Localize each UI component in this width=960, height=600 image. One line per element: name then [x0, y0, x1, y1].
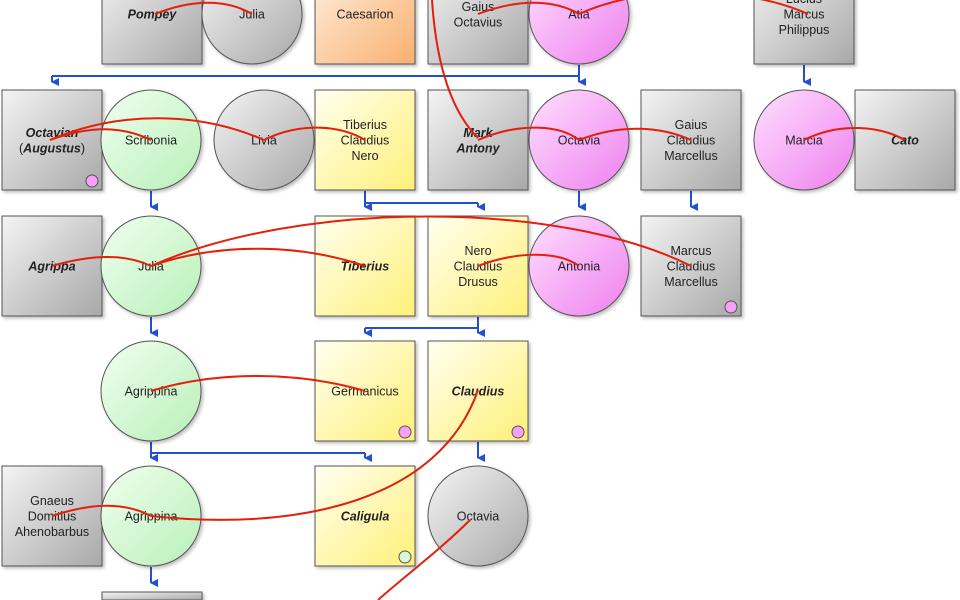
- marriage-curve: [431, 0, 479, 139]
- marriage-curve: [51, 504, 152, 517]
- descent-lines: [51, 65, 811, 587]
- person-name: Caligula: [341, 510, 390, 524]
- marriage-curve: [150, 389, 479, 521]
- badge-icon: [85, 174, 99, 188]
- person-name: Claudius: [341, 134, 390, 148]
- marriage-curve: [49, 117, 265, 141]
- male-box: [753, 0, 855, 65]
- person-name: Gaius: [462, 0, 495, 14]
- person-node-philippus[interactable]: LuciusMarcusPhilippus: [753, 0, 855, 65]
- person-name: Marcellus: [664, 149, 718, 163]
- person-name: Marcellus: [664, 275, 718, 289]
- male-box: [101, 591, 203, 600]
- person-name: Germanicus: [331, 385, 398, 399]
- male-box: [314, 215, 416, 317]
- person-name: Octavian: [26, 126, 79, 140]
- marriage-curve: [49, 128, 152, 141]
- person-name: Marcia: [785, 134, 823, 148]
- person-name: Ahenobarbus: [15, 525, 89, 539]
- person-name: Claudius: [667, 134, 716, 148]
- badge-icon: [398, 425, 412, 439]
- marriage-curve: [150, 215, 692, 267]
- person-node-tiberius[interactable]: Tiberius: [314, 215, 416, 317]
- marriage-curve: [150, 375, 366, 392]
- female-circle: [201, 0, 303, 65]
- person-name: Antony: [455, 141, 500, 155]
- person-name: Gnaeus: [30, 494, 74, 508]
- person-node-caesarion[interactable]: Caesarion: [314, 0, 416, 65]
- female-circle: [528, 0, 630, 65]
- person-name: Lucius: [786, 0, 822, 6]
- person-node-octavia2[interactable]: Octavia: [427, 465, 529, 567]
- person-name: Gaius: [675, 118, 708, 132]
- marriage-curve: [263, 126, 366, 141]
- badge-icon: [511, 425, 525, 439]
- descent-connector: [52, 65, 580, 77]
- person-name: Marcus: [671, 244, 712, 258]
- person-name: Caesarion: [337, 8, 394, 22]
- marriage-curve: [377, 519, 471, 600]
- marriage-lines: [49, 0, 906, 600]
- person-name: Drusus: [458, 275, 498, 289]
- person-name: Claudius: [667, 260, 716, 274]
- descent-connector: [365, 317, 479, 329]
- marriage-curve: [578, 0, 809, 15]
- person-name: Octavia: [457, 510, 499, 524]
- marriage-curve: [578, 127, 692, 141]
- person-name: Tiberius: [343, 118, 387, 132]
- male-box: [427, 0, 529, 65]
- person-name: Marcus: [784, 8, 825, 22]
- marriage-curve: [477, 253, 580, 267]
- person-name: Nero: [464, 244, 491, 258]
- female-circle: [427, 465, 529, 567]
- badge-icon: [398, 550, 412, 564]
- badge-icon: [724, 300, 738, 314]
- male-box: [101, 0, 203, 65]
- person-node-nero[interactable]: [101, 591, 203, 600]
- person-name: Antonia: [558, 260, 600, 274]
- marriage-curve: [803, 126, 906, 141]
- person-node-pompey[interactable]: Pompey: [101, 0, 203, 65]
- person-name: Philippus: [779, 23, 830, 37]
- male-box: [314, 0, 416, 65]
- descent-connector: [150, 442, 365, 454]
- marriage-curve: [51, 255, 152, 267]
- person-node-atia[interactable]: Atia: [528, 0, 630, 65]
- person-node-germanicus[interactable]: Germanicus: [314, 340, 416, 442]
- person-name: Claudius: [454, 260, 503, 274]
- person-node-julia1[interactable]: Julia: [201, 0, 303, 65]
- person-name: (Augustus): [19, 141, 85, 155]
- person-name: Octavius: [454, 15, 503, 29]
- marriage-curve: [150, 247, 366, 267]
- person-name: Scribonia: [125, 134, 177, 148]
- marriage-curve: [477, 126, 580, 141]
- marriage-curve: [154, 1, 253, 15]
- descent-connector: [364, 191, 478, 204]
- person-name: Nero: [351, 149, 378, 163]
- marriage-curve: [477, 1, 580, 15]
